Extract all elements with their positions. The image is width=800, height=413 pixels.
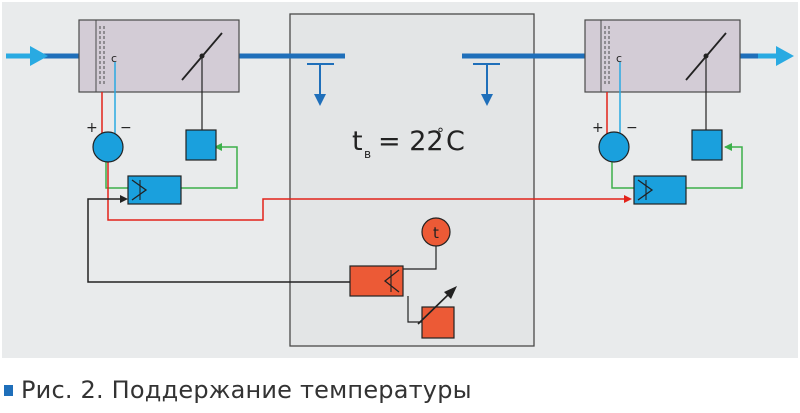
room-temperature-label: t в = 22 ° C: [352, 126, 465, 161]
temp-degree: °: [437, 126, 444, 142]
left-motor-circle: [92, 131, 124, 163]
red-control-line: [107, 162, 632, 221]
left-plus-sign: +: [86, 120, 98, 136]
adjust-arrow-icon: [417, 286, 457, 325]
temperature-control-diagram: c c: [2, 2, 798, 358]
right-wiring: [606, 56, 743, 189]
setpoint-line: [407, 296, 422, 323]
svg-text:t: t: [352, 126, 363, 157]
temp-symbol: t: [352, 126, 363, 157]
svg-text:в: в: [364, 147, 371, 161]
sensor-label: t: [433, 224, 439, 242]
right-actuator-block: [691, 129, 723, 161]
temp-unit: C: [446, 126, 465, 157]
left-c-label: c: [111, 52, 117, 65]
inlet-arrow: [6, 46, 48, 66]
outlet-arrow: [758, 46, 794, 66]
temperature-sensor: [421, 217, 451, 247]
right-minus-sign: −: [626, 120, 638, 136]
left-minus-sign: −: [120, 120, 132, 136]
temp-value: = 22: [378, 126, 444, 157]
left-actuator-block: [185, 129, 217, 161]
left-wiring: [101, 56, 238, 189]
left-air-handler: c: [78, 19, 240, 93]
room-box: [289, 13, 535, 347]
svg-text:C: C: [446, 126, 465, 157]
caption-text: Рис. 2. Поддержание температуры: [21, 376, 472, 404]
right-diffuser: [473, 63, 500, 106]
temp-subscript: в: [364, 147, 371, 161]
sensor-line: [403, 246, 437, 270]
setpoint-actuator-block: [421, 306, 455, 339]
right-air-handler: c: [584, 19, 741, 93]
figure-caption: Рис. 2. Поддержание температуры: [4, 370, 472, 410]
left-diffuser: [307, 63, 334, 106]
svg-text:°: °: [437, 126, 444, 142]
caption-bullet-icon: [4, 384, 13, 396]
right-c-label: c: [616, 52, 622, 65]
black-control-line: [87, 195, 350, 283]
right-plus-sign: +: [592, 120, 604, 136]
svg-text:= 22: = 22: [378, 126, 444, 157]
left-controller-block: [127, 175, 182, 205]
room-controller-block: [349, 265, 404, 297]
right-controller-block: [633, 175, 687, 205]
right-motor-circle: [598, 131, 630, 163]
